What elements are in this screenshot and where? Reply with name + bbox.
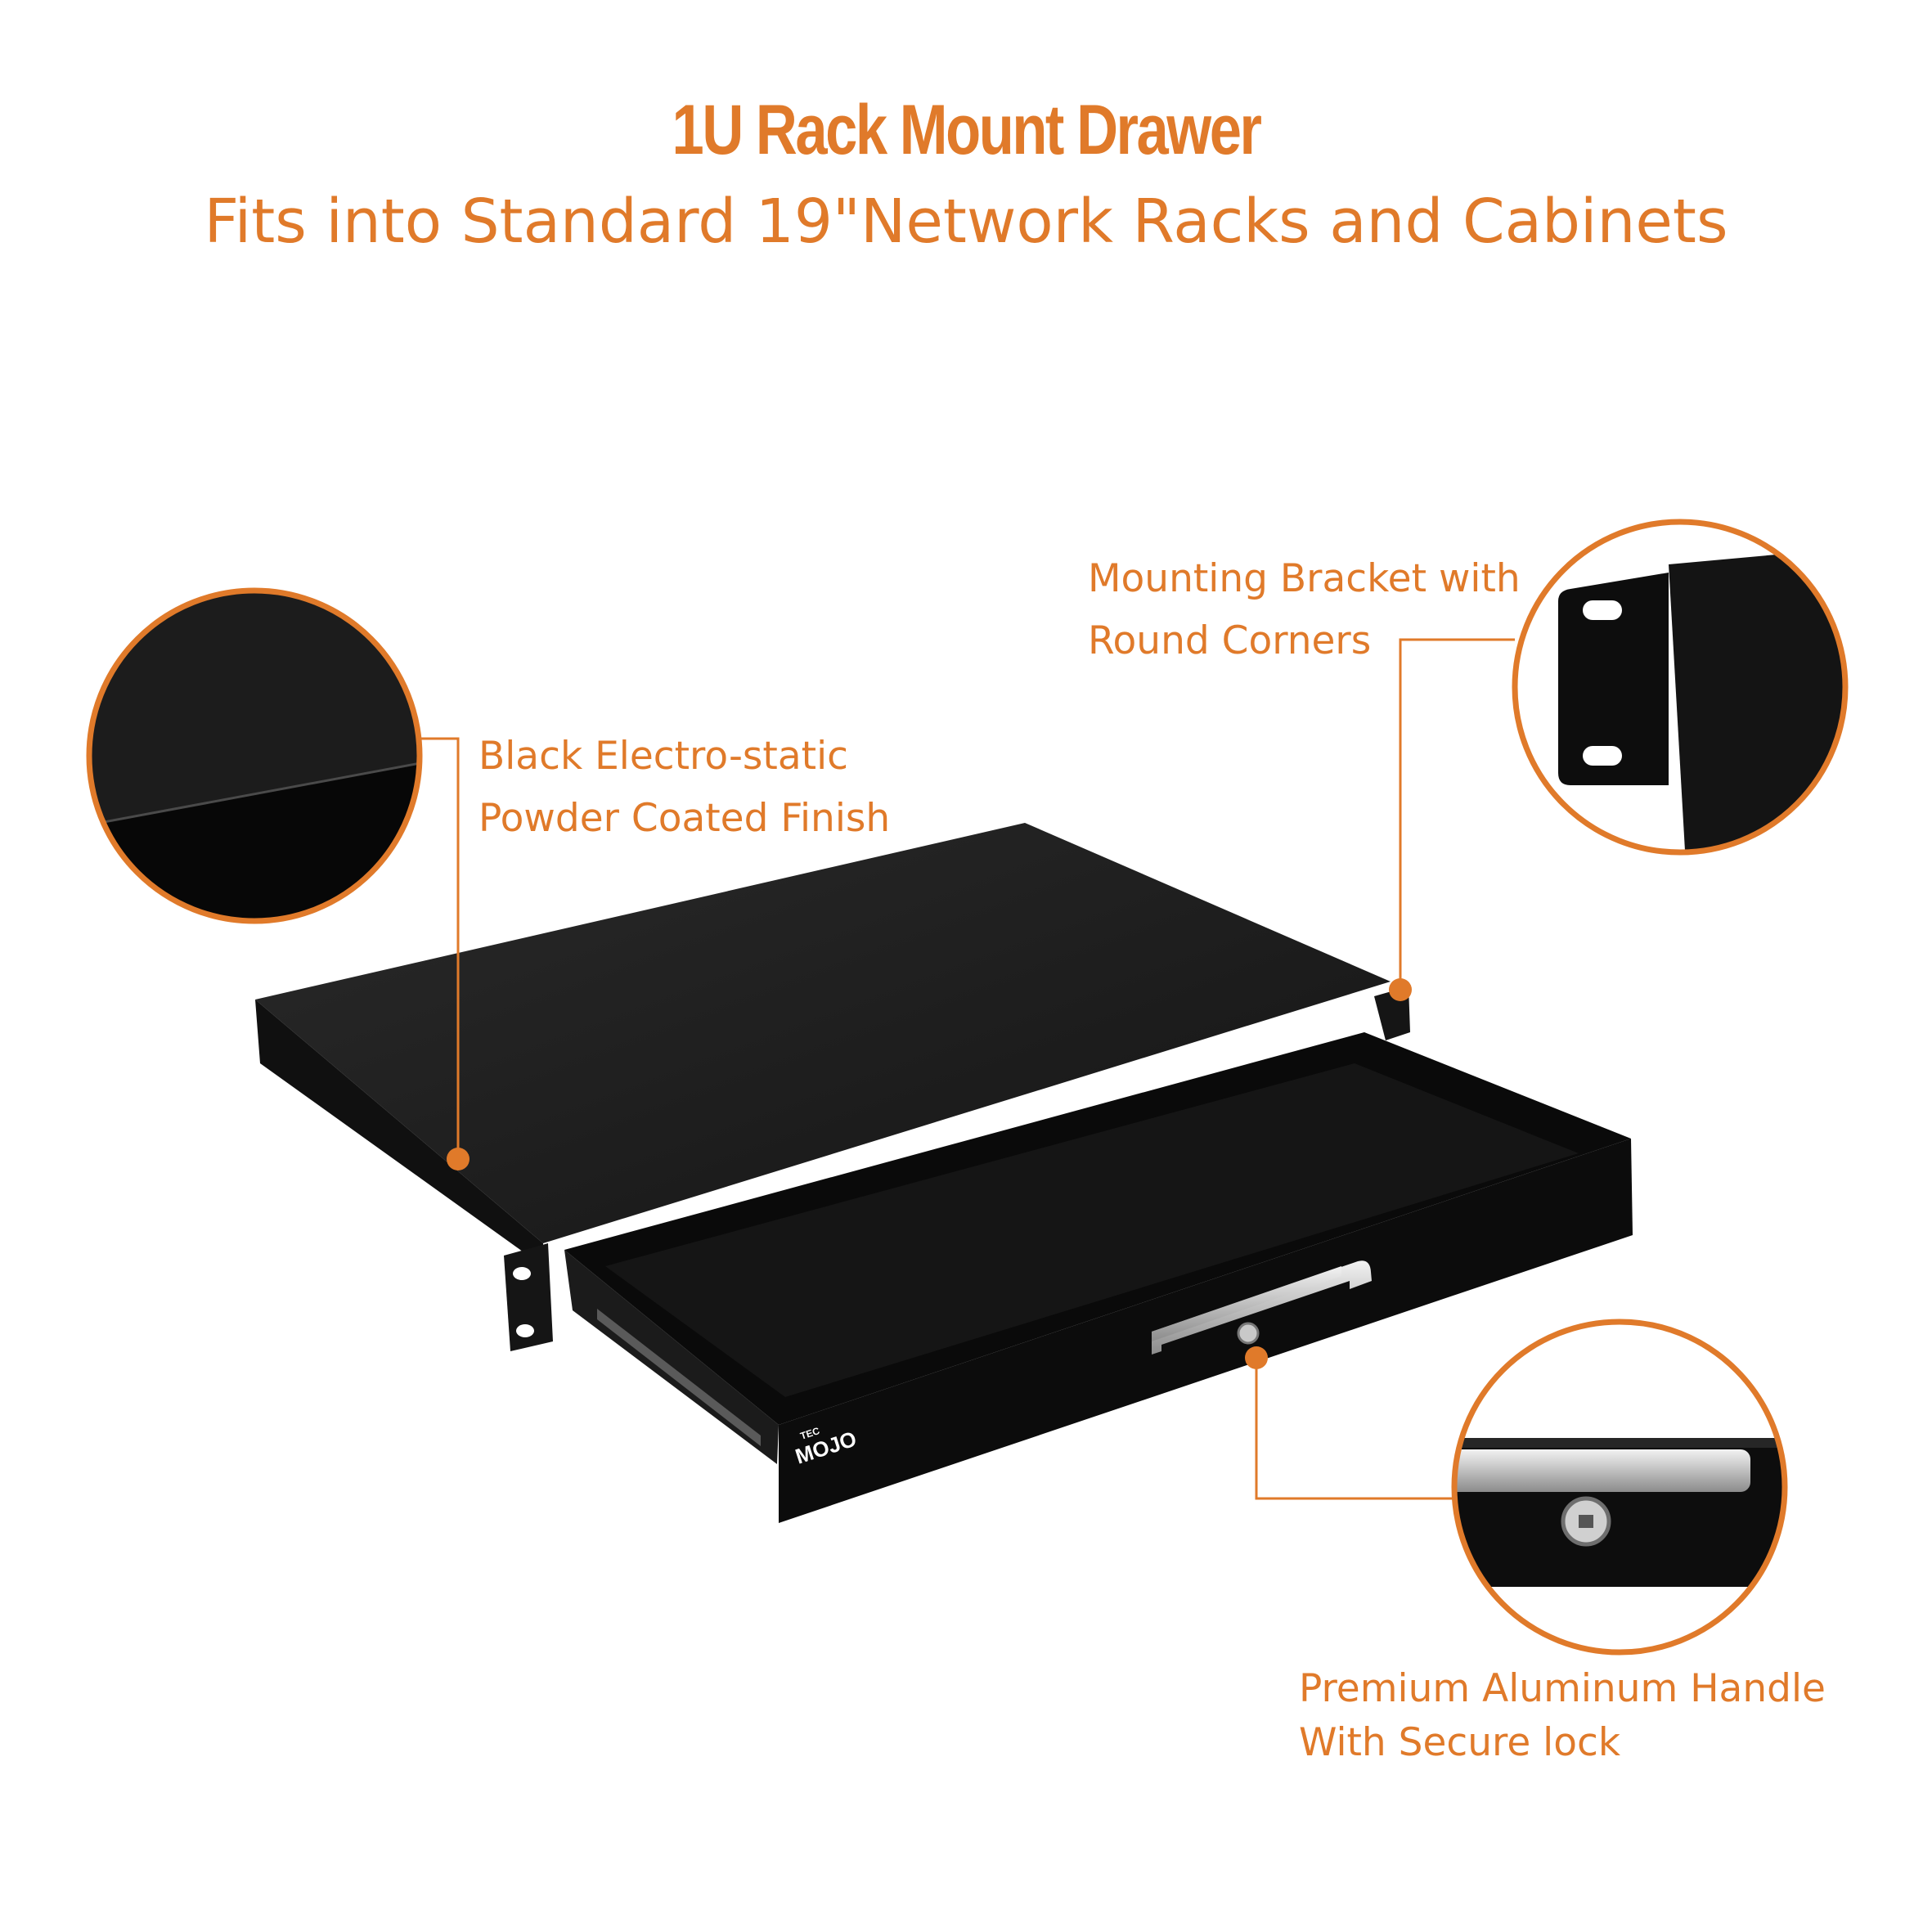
chassis-top xyxy=(255,823,1391,1243)
bracket-callout: Mounting Bracket with Round Corners xyxy=(1088,548,1521,672)
chassis-side xyxy=(255,1000,543,1266)
finish-detail-circle xyxy=(86,587,423,924)
handle-callout: Premium Aluminum Handle With Secure lock xyxy=(1299,1662,1826,1770)
handle-callout-line1: Premium Aluminum Handle xyxy=(1299,1666,1826,1711)
finish-callout-line2: Powder Coated Finish xyxy=(479,796,891,841)
handle-detail-circle xyxy=(1451,1319,1788,1656)
finish-callout: Black Electro-static Powder Coated Finis… xyxy=(479,726,890,850)
handle-pointer-dot xyxy=(1245,1346,1268,1369)
rack-drawer: TEC MOJO xyxy=(255,823,1633,1523)
page-subtitle: Fits into Standard 19"Network Racks and … xyxy=(204,186,1728,257)
bracket-callout-line1: Mounting Bracket with xyxy=(1088,556,1521,601)
drawer-inner-floor xyxy=(605,1063,1579,1397)
page-title: 1U Rack Mount Drawer xyxy=(672,91,1262,169)
finish-pointer-dot xyxy=(447,1148,470,1170)
bracket-detail-circle xyxy=(1512,519,1849,856)
bracket-pointer-dot xyxy=(1389,978,1412,1001)
bracket-callout-line2: Round Corners xyxy=(1088,618,1372,663)
handle-callout-line2: With Secure lock xyxy=(1299,1720,1621,1765)
drawer-front-panel xyxy=(779,1139,1633,1523)
lock-icon xyxy=(1237,1322,1260,1345)
finish-callout-line1: Black Electro-static xyxy=(479,734,848,779)
callout-leaders xyxy=(420,638,1515,1500)
